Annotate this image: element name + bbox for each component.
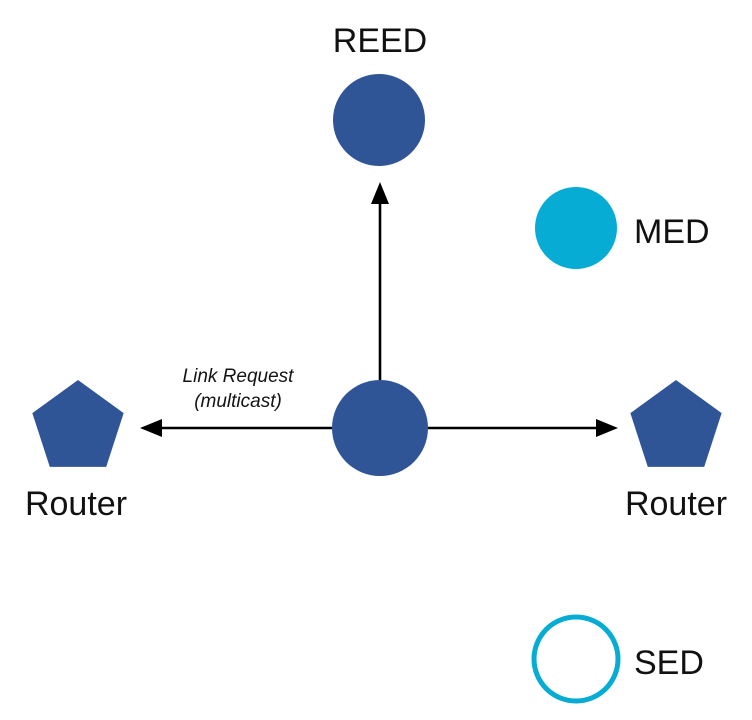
edge-center-to-reed-arrowhead <box>371 182 389 204</box>
edge-center-to-router-left-arrowhead <box>140 419 162 437</box>
edge-center-to-reed <box>371 182 389 380</box>
node-label-med: MED <box>634 213 710 251</box>
edge-center-to-router-right-arrowhead <box>596 419 618 437</box>
node-label-reed: REED <box>333 22 427 60</box>
nodes-layer <box>32 74 722 704</box>
node-label-router-left: Router <box>25 485 127 523</box>
node-shape-reed[interactable] <box>333 74 425 166</box>
node-label-router-right: Router <box>625 485 727 523</box>
link-request-label: Link Request(multicast) <box>183 366 295 412</box>
edge-center-to-router-right <box>428 419 618 437</box>
edges-layer <box>140 182 618 437</box>
node-shape-center-router[interactable] <box>332 380 428 476</box>
node-shape-sed[interactable] <box>531 614 621 704</box>
node-label-sed: SED <box>634 644 704 682</box>
labels-layer: REED MED SED Router Router Link Request(multi… <box>25 22 727 682</box>
edge-center-to-router-left <box>140 419 332 437</box>
node-shape-router-left[interactable] <box>32 380 124 467</box>
node-shape-router-right[interactable] <box>630 380 722 467</box>
node-shape-med[interactable] <box>535 187 617 269</box>
